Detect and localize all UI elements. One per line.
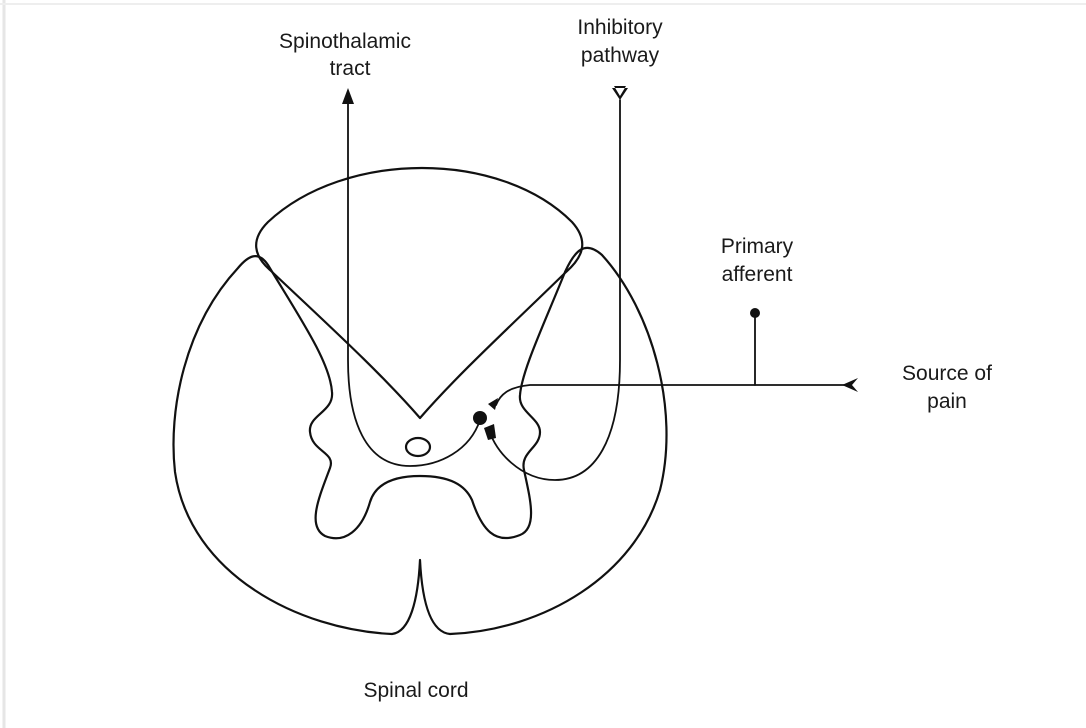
spinal-cord-caption: Spinal cord bbox=[363, 679, 468, 702]
pain-source-terminal bbox=[842, 378, 858, 392]
inhibitory-synapse-terminal bbox=[484, 424, 496, 440]
source-of-pain-label-line1: Source of bbox=[902, 362, 992, 385]
primary-afferent-cell-body bbox=[750, 308, 760, 318]
central-canal bbox=[406, 438, 430, 456]
dorsal-column bbox=[256, 168, 582, 418]
source-of-pain-label-line2: pain bbox=[927, 390, 967, 413]
spinothalamic-label-line2: tract bbox=[330, 57, 371, 80]
inhibitory-label-line1: Inhibitory bbox=[577, 16, 663, 39]
afferent-synapse-terminal bbox=[488, 398, 498, 410]
primary-afferent-label-line1: Primary bbox=[721, 235, 794, 258]
dorsal-horn-neuron bbox=[473, 411, 487, 425]
inhibitory-terminal-top bbox=[612, 86, 628, 100]
inhibitory-pathway-fiber bbox=[490, 100, 620, 480]
spinothalamic-label-line1: Spinothalamic bbox=[279, 30, 411, 53]
primary-afferent-label-line2: afferent bbox=[722, 263, 793, 286]
primary-afferent-fiber bbox=[496, 385, 850, 405]
spinothalamic-arrowhead bbox=[342, 88, 354, 104]
inhibitory-label-line2: pathway bbox=[581, 44, 660, 67]
spinal-cord-outline bbox=[174, 248, 667, 634]
